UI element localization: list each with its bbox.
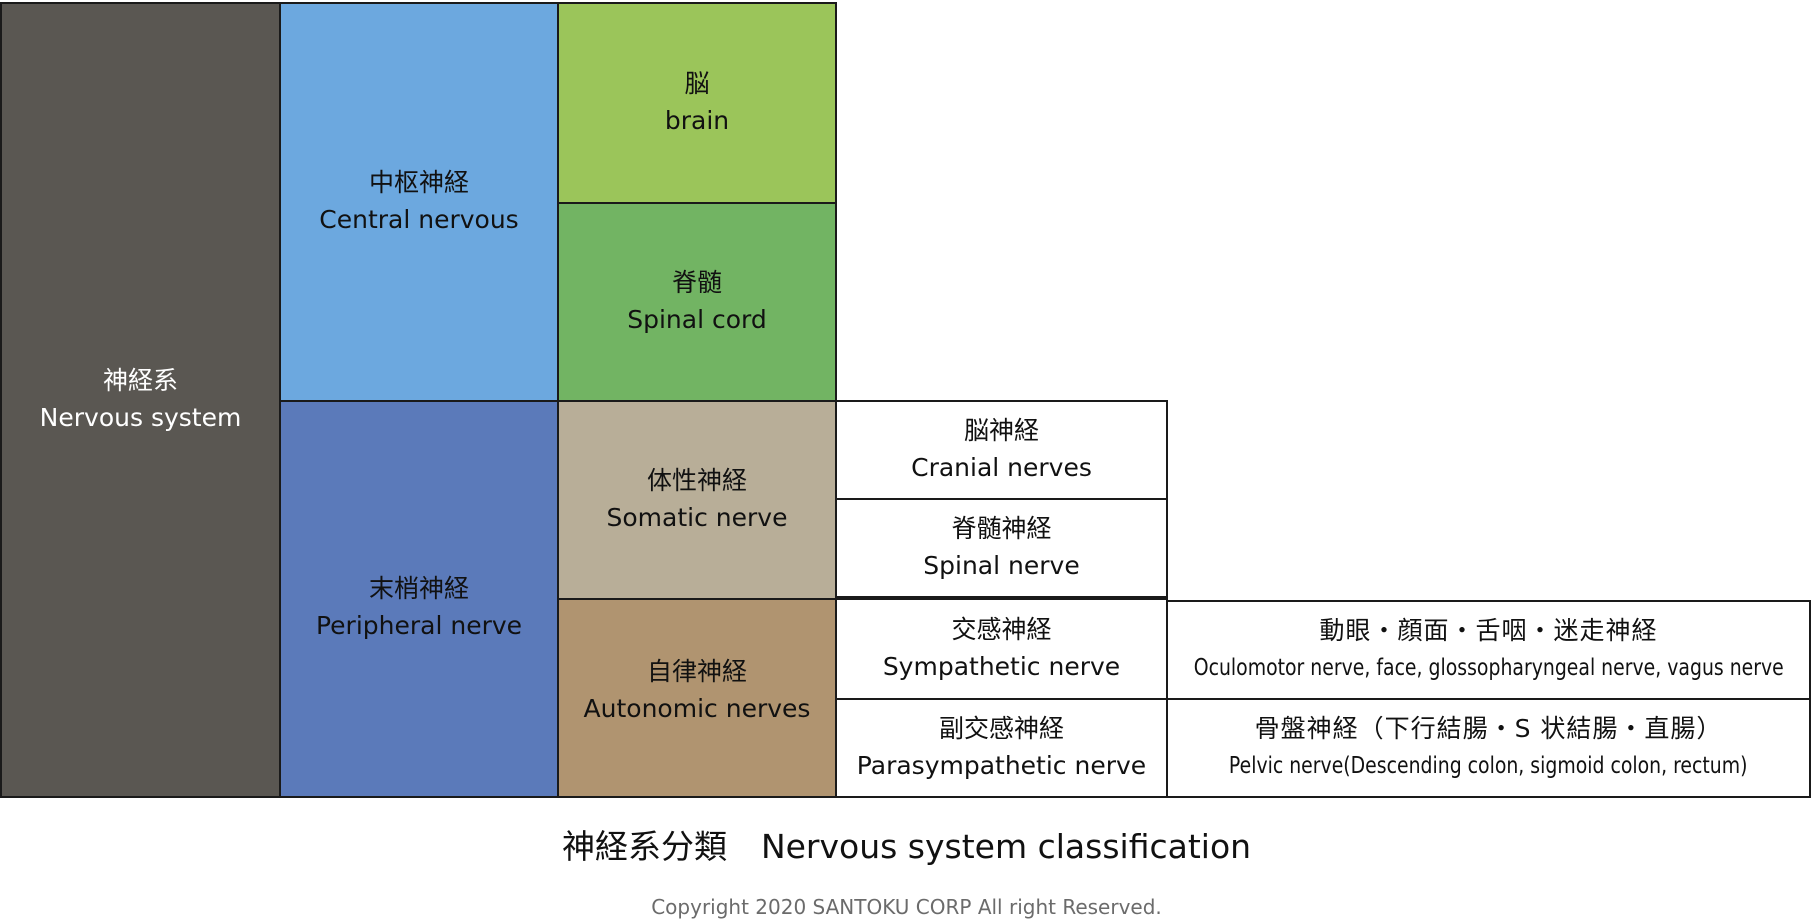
spinal-nerve-jp: 脊髄神経 (951, 514, 1052, 543)
peripheral-nerve-cell: 末梢神経 Peripheral nerve (279, 400, 559, 798)
sympathetic-nerve-en: Sympathetic nerve (882, 652, 1121, 681)
parasympathetic-targets-en: Pelvic nerve(Descending colon, sigmoid c… (1229, 753, 1748, 779)
spinal-cord-en: Spinal cord (627, 305, 767, 334)
somatic-nerve-jp: 体性神経 (646, 466, 747, 495)
parasympathetic-nerve-en: Parasympathetic nerve (856, 751, 1147, 780)
brain-jp: 脳 (684, 69, 710, 98)
nervous-system-jp: 神経系 (102, 366, 178, 395)
sympathetic-targets-en: Oculomotor nerve, face, glossopharyngeal… (1193, 655, 1784, 681)
caption-en: Nervous system classification (760, 827, 1252, 866)
autonomic-nerves-en: Autonomic nerves (583, 694, 811, 723)
somatic-nerve-en: Somatic nerve (606, 503, 788, 532)
spinal-cord-cell: 脊髄 Spinal cord (557, 202, 837, 402)
brain-en: brain (664, 106, 730, 135)
central-nervous-jp: 中枢神経 (368, 168, 469, 197)
central-nervous-cell: 中枢神経 Central nervous (279, 2, 559, 402)
peripheral-nerve-jp: 末梢神経 (368, 574, 469, 603)
peripheral-nerve-en: Peripheral nerve (315, 611, 523, 640)
copyright-notice: Copyright 2020 SANTOKU CORP All right Re… (651, 895, 1162, 919)
spinal-nerve-en: Spinal nerve (923, 551, 1080, 580)
spinal-nerve-cell: 脊髄神経 Spinal nerve (835, 498, 1168, 598)
nervous-system-en: Nervous system (39, 403, 242, 432)
parasympathetic-targets-cell: 骨盤神経（下行結腸・S 状結腸・直腸） Pelvic nerve(Descend… (1166, 698, 1811, 798)
spinal-cord-jp: 脊髄 (671, 268, 722, 297)
parasympathetic-nerve-cell: 副交感神経 Parasympathetic nerve (835, 698, 1168, 798)
nervous-system-cell: 神経系 Nervous system (0, 2, 281, 798)
parasympathetic-targets-jp: 骨盤神経（下行結腸・S 状結腸・直腸） (1254, 714, 1723, 743)
cranial-nerves-cell: 脳神経 Cranial nerves (835, 400, 1168, 500)
cranial-nerves-en: Cranial nerves (911, 453, 1092, 482)
brain-cell: 脳 brain (557, 2, 837, 204)
sympathetic-nerve-cell: 交感神経 Sympathetic nerve (835, 598, 1168, 700)
parasympathetic-nerve-jp: 副交感神経 (938, 714, 1064, 743)
somatic-nerve-cell: 体性神経 Somatic nerve (557, 400, 837, 600)
autonomic-nerves-cell: 自律神経 Autonomic nerves (557, 598, 837, 798)
cranial-nerves-jp: 脳神経 (963, 416, 1039, 445)
autonomic-nerves-jp: 自律神経 (646, 657, 747, 686)
central-nervous-en: Central nervous (319, 205, 519, 234)
caption-jp: 神経系分類 (561, 827, 727, 866)
sympathetic-targets-jp: 動眼・顔面・舌咽・迷走神経 (1319, 616, 1658, 645)
sympathetic-targets-cell: 動眼・顔面・舌咽・迷走神経 Oculomotor nerve, face, gl… (1166, 600, 1811, 700)
sympathetic-nerve-jp: 交感神経 (951, 615, 1052, 644)
diagram-caption: 神経系分類 Nervous system classification (0, 825, 1813, 869)
